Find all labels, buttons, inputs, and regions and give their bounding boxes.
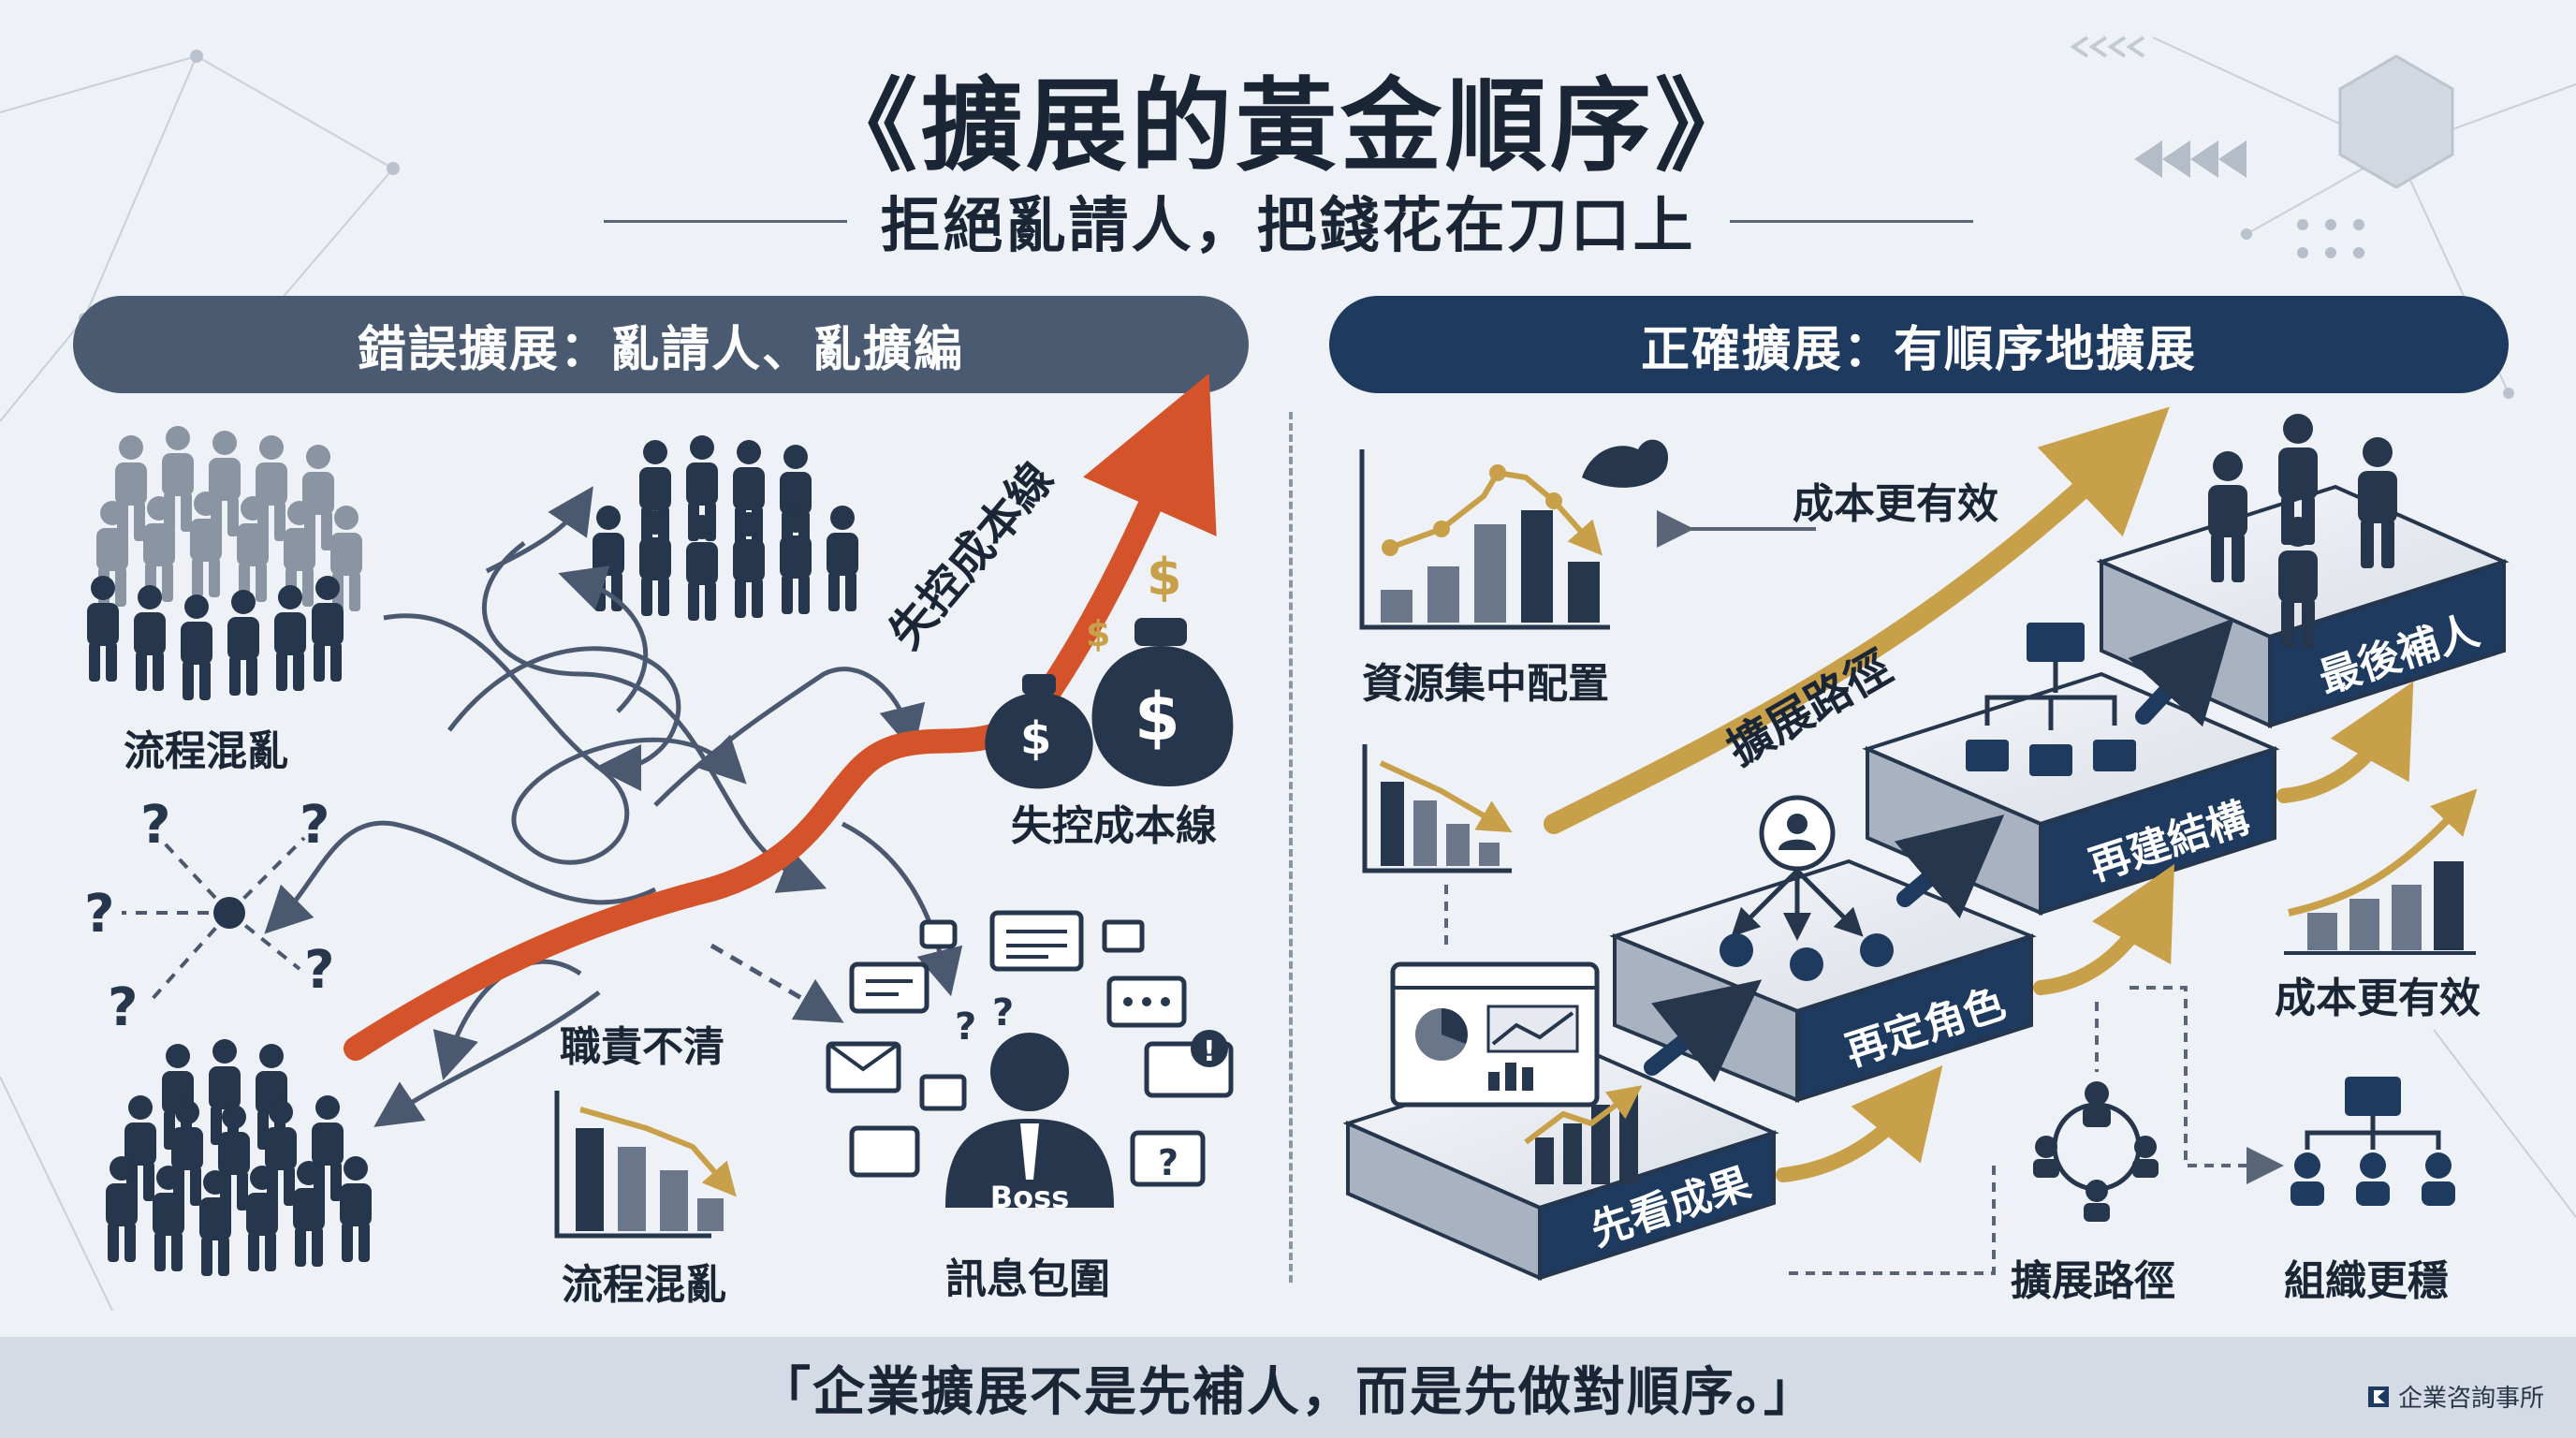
svg-text:$: $ xyxy=(1134,679,1180,756)
declining-bar-chart-icon xyxy=(554,1091,737,1239)
panel-divider xyxy=(1289,412,1293,1283)
expansion-network-icon xyxy=(2033,1081,2159,1222)
footer-quote: 「企業擴展不是先補人，而是先做對順序。」 xyxy=(758,1361,1818,1423)
role-hierarchy-icon xyxy=(1720,795,1894,981)
runaway-cost-arrow xyxy=(344,373,1217,1061)
label-process-chaos-bottom: 流程混亂 xyxy=(562,1261,726,1309)
svg-text:?: ? xyxy=(955,1005,976,1049)
svg-text:$: $ xyxy=(1020,712,1051,765)
right-panel-banner: 正確擴展：有順序地擴展 xyxy=(1329,296,2509,393)
label-cost-effective-right: 成本更有效 xyxy=(2275,975,2481,1022)
brand-mark: 企業咨詢事所 xyxy=(2366,1379,2544,1414)
question-network xyxy=(122,836,306,1004)
left-panel-banner: 錯誤擴展：亂請人、亂擴編 xyxy=(73,296,1249,393)
label-cost-effective-top: 成本更有效 xyxy=(1793,480,1998,528)
svg-text:$: $ xyxy=(1086,613,1110,654)
dashboard-icon xyxy=(1390,961,1600,1108)
label-process-chaos-top: 流程混亂 xyxy=(124,727,288,775)
stable-org-icon xyxy=(2291,1077,2455,1206)
svg-text:?: ? xyxy=(304,940,334,1001)
label-info-overload: 訊息包圍 xyxy=(945,1255,1110,1303)
small-declining-chart-icon xyxy=(1362,744,1513,873)
svg-text:!: ! xyxy=(1203,1035,1216,1068)
svg-text:?: ? xyxy=(108,977,138,1038)
label-cost-line-money: 失控成本線 xyxy=(1011,802,1217,850)
svg-text:?: ? xyxy=(1158,1142,1178,1183)
resource-focus-chart-icon xyxy=(1359,439,1669,630)
svg-text:$: $ xyxy=(1147,548,1182,607)
label-unclear-roles: 職責不清 xyxy=(560,1023,724,1071)
money-bags-icon: $ $ $ $ xyxy=(985,548,1234,789)
quote-bar: 「企業擴展不是先補人，而是先做對順序。」 xyxy=(0,1337,2576,1438)
label-org-stable: 組織更穩 xyxy=(2284,1257,2449,1305)
svg-text:?: ? xyxy=(84,884,114,945)
growth-chart-icon xyxy=(2284,788,2478,955)
chaos-arrows xyxy=(264,486,963,1127)
page-subtitle: 拒絕亂請人，把錢花在刀口上 xyxy=(880,192,1696,261)
expansion-path-arrow xyxy=(1544,406,2170,834)
svg-text:?: ? xyxy=(300,795,329,856)
subtitle-row: 拒絕亂請人，把錢花在刀口上 xyxy=(0,183,2576,261)
svg-text:?: ? xyxy=(140,795,170,856)
label-expansion-path-bottom: 擴展路徑 xyxy=(2011,1257,2175,1305)
boss-label: Boss xyxy=(990,1180,1069,1215)
org-structure-icon xyxy=(1966,623,2136,776)
subtitle-line-left xyxy=(603,219,847,223)
page-title: 《擴展的黃金順序》 xyxy=(815,68,1760,185)
step1-growth-chart-icon xyxy=(1524,1085,1643,1184)
brand-logo-icon xyxy=(2367,1386,2389,1407)
label-resource-focus: 資源集中配置 xyxy=(1362,660,1609,708)
brand-name: 企業咨詢事所 xyxy=(2397,1385,2544,1413)
svg-text:?: ? xyxy=(992,991,1014,1034)
boss-icon: Boss xyxy=(945,1033,1114,1215)
subtitle-line-right xyxy=(1729,219,1973,223)
